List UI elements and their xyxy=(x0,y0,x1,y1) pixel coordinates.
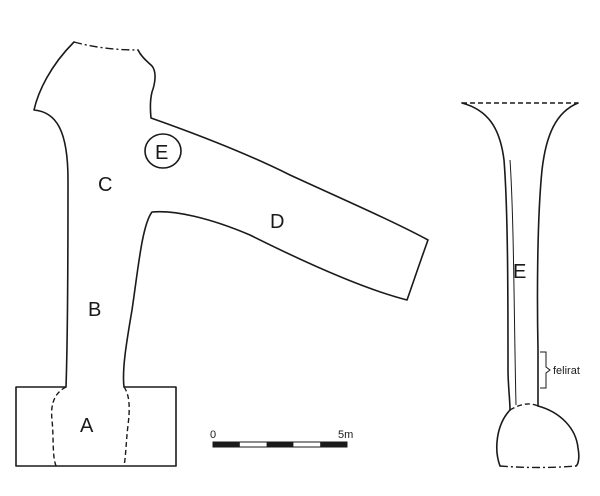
section-right-wall xyxy=(536,102,579,407)
section-view: felirat E xyxy=(461,102,580,469)
section-inner-line xyxy=(509,159,517,406)
plan-open-top xyxy=(73,41,139,51)
section-chamber-outline xyxy=(496,405,580,467)
shaft-e-circle xyxy=(144,133,182,169)
section-shaft-bottom xyxy=(509,403,539,411)
chamber-a-left-wall xyxy=(50,386,67,467)
plan-outline xyxy=(15,41,429,467)
section-chamber-floor xyxy=(499,465,577,469)
scale-start-label: 0 xyxy=(210,429,216,441)
inscription-label: felirat xyxy=(553,365,580,377)
scale-segment-5 xyxy=(320,442,347,447)
scale-bar: 0 5m xyxy=(210,429,353,448)
label-a: A xyxy=(80,415,94,437)
label-e-circle: E xyxy=(155,142,168,164)
scale-segment-3 xyxy=(266,442,294,447)
scale-segment-1 xyxy=(213,442,240,447)
label-c: C xyxy=(98,174,112,196)
label-b: B xyxy=(88,299,101,321)
plan-view: A B C D E xyxy=(15,41,429,467)
label-d: D xyxy=(270,211,284,233)
scale-end-label: 5m xyxy=(338,429,353,441)
section-left-wall xyxy=(461,102,511,411)
label-e-section: E xyxy=(513,261,526,283)
chamber-a-right-wall xyxy=(123,386,130,467)
inscription-bracket xyxy=(540,351,551,389)
